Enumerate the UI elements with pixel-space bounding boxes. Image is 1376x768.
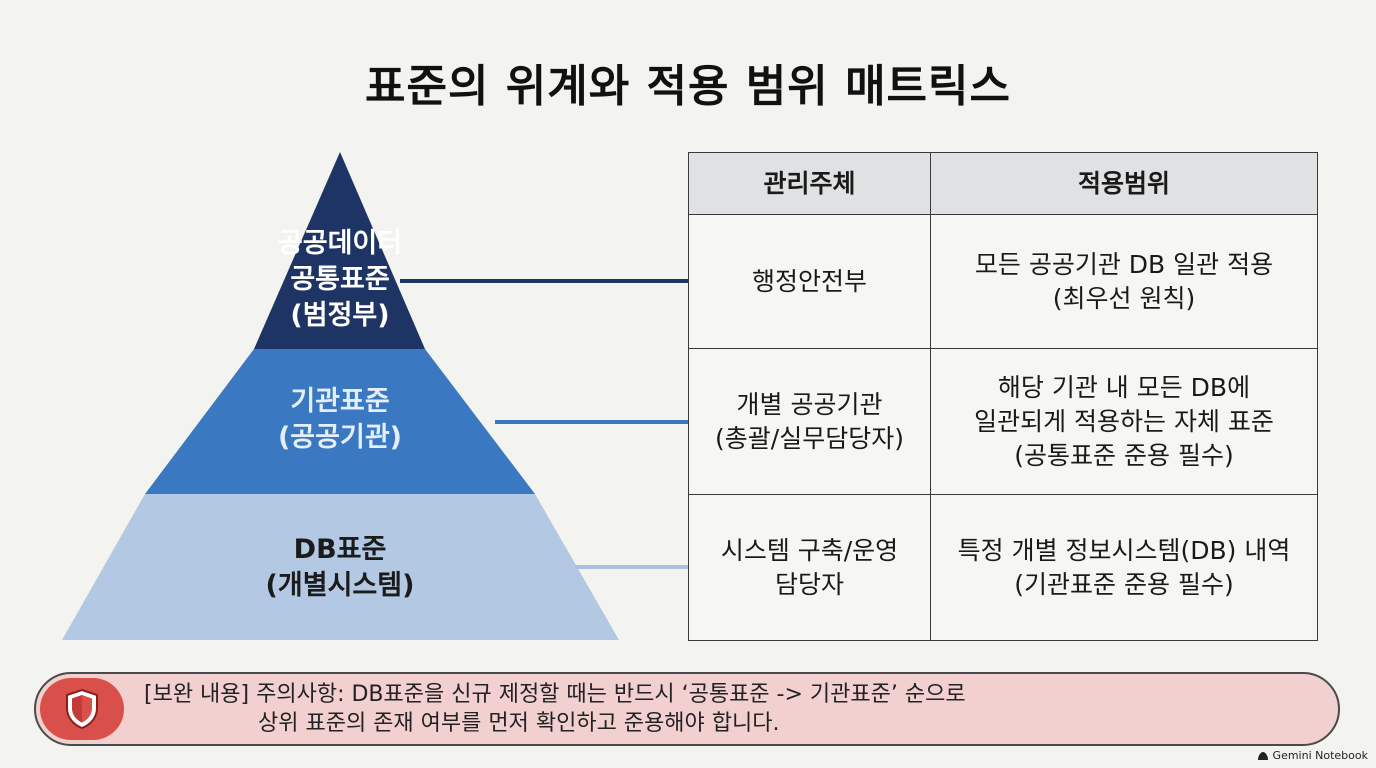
watermark: Gemini Notebook <box>1257 749 1368 762</box>
standards-matrix-table: 관리주체 적용범위 행정안전부 모든 공공기관 DB 일관 적용 (최우선 원칙… <box>688 152 1318 641</box>
warning-text: [보완 내용] 주의사항: DB표준을 신규 제정할 때는 반드시 ‘공통표준 … <box>144 680 966 738</box>
cell-owner: 행정안전부 <box>688 214 931 349</box>
cell-owner: 개별 공공기관 (총괄/실무담당자) <box>688 348 931 495</box>
cell-scope: 해당 기관 내 모든 DB에 일관되게 적용하는 자체 표준 (공통표준 준용 … <box>930 348 1318 495</box>
table-row: 개별 공공기관 (총괄/실무담당자) 해당 기관 내 모든 DB에 일관되게 적… <box>688 348 1318 495</box>
hierarchy-pyramid <box>62 152 688 640</box>
shield-icon <box>66 688 98 730</box>
table-row: 행정안전부 모든 공공기관 DB 일관 적용 (최우선 원칙) <box>688 214 1318 349</box>
tier-label-bottom: DB표준 (개별시스템) <box>265 534 415 601</box>
page-title: 표준의 위계와 적용 범위 매트릭스 <box>365 61 1011 112</box>
cell-scope: 특정 개별 정보시스템(DB) 내역 (기관표준 준용 필수) <box>930 494 1318 641</box>
cell-owner: 시스템 구축/운영 담당자 <box>688 494 931 641</box>
cell-scope: 모든 공공기관 DB 일관 적용 (최우선 원칙) <box>930 214 1318 349</box>
header-owner: 관리주체 <box>688 152 931 215</box>
tier-label-middle: 기관표준 (공공기관) <box>277 386 403 453</box>
pyramid-tier-middle <box>145 349 535 494</box>
warning-line-2: 상위 표준의 존재 여부를 먼저 확인하고 준용해야 합니다. <box>258 711 780 736</box>
gemini-logo-icon <box>1257 751 1268 760</box>
header-scope: 적용범위 <box>930 152 1318 215</box>
warning-line-1: [보완 내용] 주의사항: DB표준을 신규 제정할 때는 반드시 ‘공통표준 … <box>144 682 966 707</box>
tier-label-top: 공공데이터 공통표준 (범정부) <box>277 228 403 331</box>
pyramid-tier-top <box>254 152 425 349</box>
table-row: 시스템 구축/운영 담당자 특정 개별 정보시스템(DB) 내역 (기관표준 준… <box>688 494 1318 641</box>
warning-banner: [보완 내용] 주의사항: DB표준을 신규 제정할 때는 반드시 ‘공통표준 … <box>34 672 1340 746</box>
warning-icon-badge <box>40 678 124 740</box>
pyramid-tier-bottom <box>62 494 619 640</box>
